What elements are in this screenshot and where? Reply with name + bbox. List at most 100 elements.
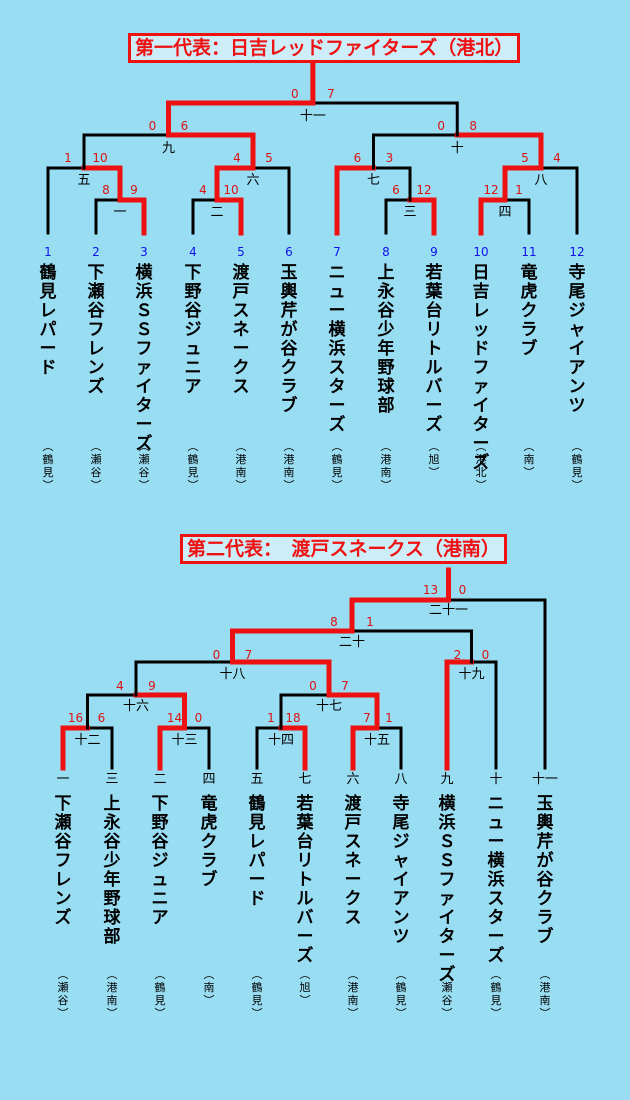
s2-team-number: 一: [56, 772, 69, 787]
s1-m10-loser-line: [372, 133, 459, 170]
s1-team-number: 3: [140, 245, 148, 259]
s2-team-area: ︵鶴見︶: [251, 968, 263, 1020]
s1-score: 4: [199, 183, 207, 197]
s1-round-label: 九: [162, 141, 175, 156]
team-name-text: 渡戸スネークス: [344, 794, 362, 928]
s1-score: 4: [553, 151, 561, 165]
s1-score: 1: [64, 151, 72, 165]
s2-m19-winner-line: [444, 659, 474, 771]
s1-team-area: ︵鶴見︶: [331, 440, 343, 492]
s2-m14-loser-line: [255, 726, 283, 770]
s2-team-number: 八: [394, 772, 407, 787]
s1-team-area: ︵瀬谷︶: [90, 440, 102, 492]
s1-score: 4: [233, 151, 241, 165]
s1-round-label: 十一: [300, 109, 326, 124]
s2-score: 0: [459, 583, 467, 597]
s2-m17-winner-line: [326, 692, 380, 731]
s2-m12-winner-line: [60, 725, 90, 771]
s1-round-label: 二: [210, 205, 223, 220]
s1-m8-winner-line: [502, 165, 544, 203]
team-name-text: 玉輿芹が谷クラブ: [536, 794, 554, 947]
s1-round-label: 七: [367, 173, 380, 188]
s2-score: 7: [341, 679, 349, 693]
s2-team-name: 玉輿芹が谷クラブ: [535, 795, 555, 947]
s1-score: 5: [521, 151, 529, 165]
s2-m15-winner-line: [350, 725, 380, 771]
s2-team-number: 九: [440, 772, 453, 787]
s1-team-area: ︵港南︶: [235, 440, 247, 492]
s1-m4-winner-line: [478, 197, 508, 236]
s1-team-area: ︵鶴見︶: [42, 440, 54, 492]
s2-score: 8: [330, 615, 338, 629]
s1-round-label: 三: [403, 205, 416, 220]
s2-score: 16: [68, 711, 83, 725]
s2-team-area: ︵港南︶: [539, 968, 551, 1020]
s2-m13-loser-line: [183, 726, 211, 770]
s1-team-number: 2: [92, 245, 100, 259]
s2-team-name: 若葉台リトルバーズ: [295, 795, 315, 966]
s1-score: 5: [265, 151, 273, 165]
s2-team-number: 三: [105, 772, 118, 787]
s1-round-label: 六: [246, 173, 259, 188]
s2-m16-loser-line: [86, 693, 138, 730]
s1-m11-loser-line: [311, 101, 459, 137]
s2-round-label: 十二: [74, 733, 100, 748]
s2-m17-loser-line: [279, 693, 331, 730]
s1-score: 10: [92, 151, 107, 165]
s1-m9-loser-line: [82, 133, 170, 170]
team-name-text: 若葉台リトルバーズ: [425, 263, 443, 435]
s2-m15-loser-line: [375, 726, 403, 770]
s1-team-area: ︵鶴見︶: [571, 440, 583, 492]
s1-team-name: 竜虎クラブ: [519, 264, 539, 359]
s1-m6-loser-line: [251, 166, 291, 235]
s2-round-label: 二十: [339, 635, 365, 650]
s1-team-number: 12: [569, 245, 584, 259]
s2-team-name: 下野谷ジュニア: [150, 795, 170, 928]
s1-round-label: 一: [113, 205, 126, 220]
s1-team-number: 9: [430, 245, 438, 259]
team-name-text: 鶴見レパード: [39, 263, 57, 378]
s2-round-label: 十八: [219, 667, 245, 682]
s2-team-area: ︵鶴見︶: [490, 968, 502, 1020]
s1-team-name: 上永谷少年野球部: [376, 264, 396, 416]
s2-score: 0: [213, 648, 221, 662]
s2-team-name: 上永谷少年野球部: [102, 795, 122, 947]
s2-team-area: ︵旭︶: [299, 968, 311, 1007]
team-name-text: 若葉台リトルバーズ: [296, 794, 314, 966]
s2-score: 1: [366, 615, 374, 629]
s1-score: 3: [386, 151, 394, 165]
s2-team-area: ︵瀬谷︶: [441, 968, 453, 1020]
s2-m21-loser-line: [447, 598, 547, 770]
s2-round-label: 十四: [268, 733, 294, 748]
s1-team-name: 寺尾ジャイアンツ: [567, 264, 587, 416]
team-name-text: 寺尾ジャイアンツ: [392, 794, 410, 947]
team-name-text: 日吉レッドファイターズ: [472, 263, 490, 473]
s1-m9-winner-line: [166, 132, 256, 171]
s1-team-number: 5: [237, 245, 245, 259]
team-name-text: 渡戸スネークス: [232, 263, 250, 397]
s2-m16-winner-line: [133, 692, 187, 731]
s1-team-number: 10: [473, 245, 488, 259]
s1-team-name: 下瀬谷フレンズ: [86, 264, 106, 397]
team-name-text: 竜虎クラブ: [200, 794, 218, 890]
s2-m18-winner-line: [230, 659, 332, 698]
s1-score: 1: [515, 183, 523, 197]
s1-m6-winner-line: [214, 165, 256, 203]
s1-m1-loser-line: [94, 198, 122, 235]
s1-score: 6: [392, 183, 400, 197]
team-name-text: 竜虎クラブ: [520, 263, 538, 359]
s1-score: 9: [130, 183, 138, 197]
s1-team-name: 渡戸スネークス: [231, 264, 251, 397]
s2-score: 1: [385, 711, 393, 725]
s1-m10-winner-line: [454, 132, 544, 171]
s2-team-number: 七: [298, 772, 311, 787]
s1-team-number: 8: [382, 245, 390, 259]
s2-round-label: 十三: [171, 733, 197, 748]
s1-team-area: ︵瀬谷︶: [138, 440, 150, 492]
s1-score: 10: [223, 183, 238, 197]
s2-score: 6: [98, 711, 106, 725]
s2-round-label: 十五: [364, 733, 390, 748]
s1-team-area: ︵南︶: [523, 440, 535, 479]
s1-team-number: 4: [189, 245, 197, 259]
s1-m1-winner-line: [117, 197, 147, 236]
